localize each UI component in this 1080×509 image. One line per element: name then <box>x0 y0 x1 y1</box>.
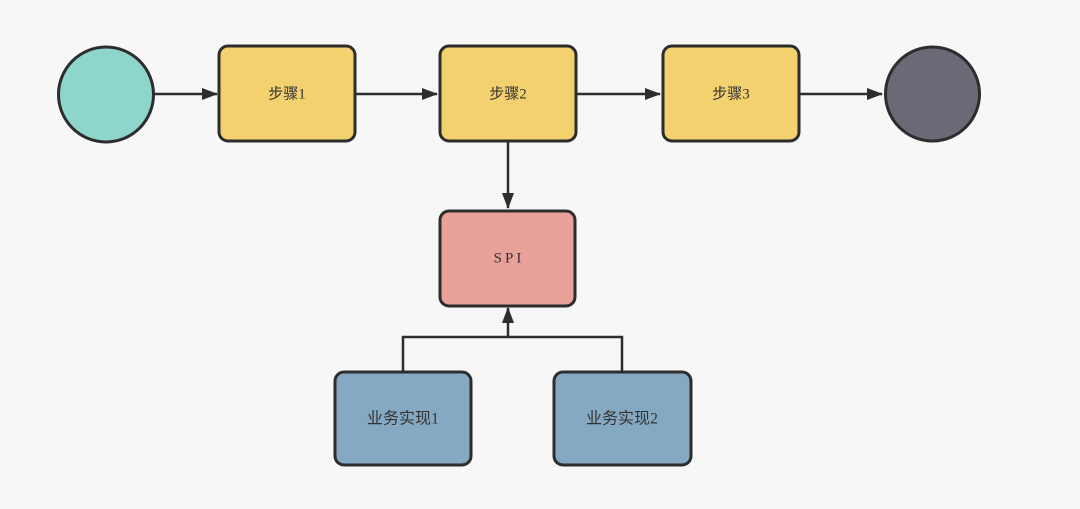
step2-node-rect <box>438 44 578 143</box>
step2-node: 步骤2 <box>438 44 578 143</box>
spi-node: SPI <box>438 209 577 308</box>
start-node-circle <box>57 45 155 144</box>
step3-node: 步骤3 <box>661 44 801 143</box>
step3-node-rect <box>661 44 801 143</box>
impl2-node-label: 业务实现2 <box>586 410 658 428</box>
impl2-node-rect <box>552 370 693 467</box>
impl1-node: 业务实现1 <box>333 370 473 467</box>
step2-node-label: 步骤2 <box>489 85 527 102</box>
impl2-node: 业务实现2 <box>552 370 693 467</box>
impl1-node-label: 业务实现1 <box>367 410 439 428</box>
end-node-circle <box>884 45 981 143</box>
step1-node: 步骤1 <box>217 44 357 143</box>
step1-node-rect <box>217 44 357 143</box>
impl1-node-rect <box>333 370 473 467</box>
step1-node-label: 步骤1 <box>268 85 306 102</box>
edge-impl-branch-connector <box>401 335 624 372</box>
spi-node-label: SPI <box>494 250 525 266</box>
step3-node-label: 步骤3 <box>712 85 750 102</box>
spi-node-rect <box>438 209 577 308</box>
